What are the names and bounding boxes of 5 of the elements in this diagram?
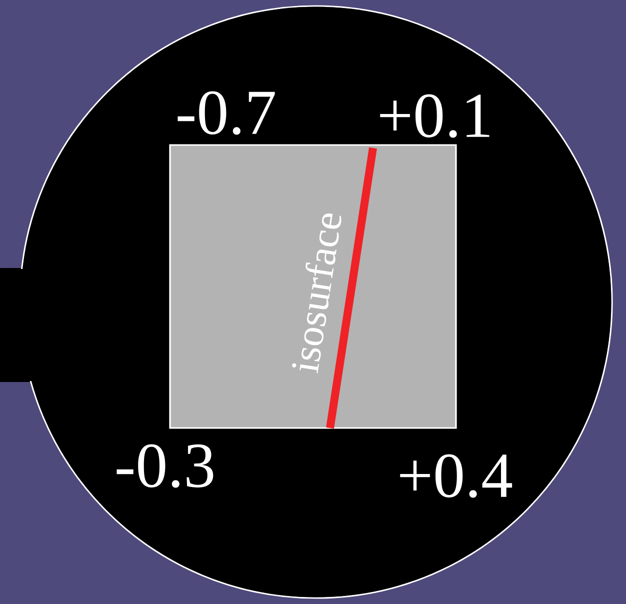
corner-value: -0.3 <box>116 444 214 488</box>
isosurface-label: isosurface <box>292 214 342 374</box>
corner-value: -0.7 <box>178 91 275 135</box>
corner-value: +0.1 <box>380 94 490 138</box>
corner-value: +0.4 <box>400 454 512 498</box>
